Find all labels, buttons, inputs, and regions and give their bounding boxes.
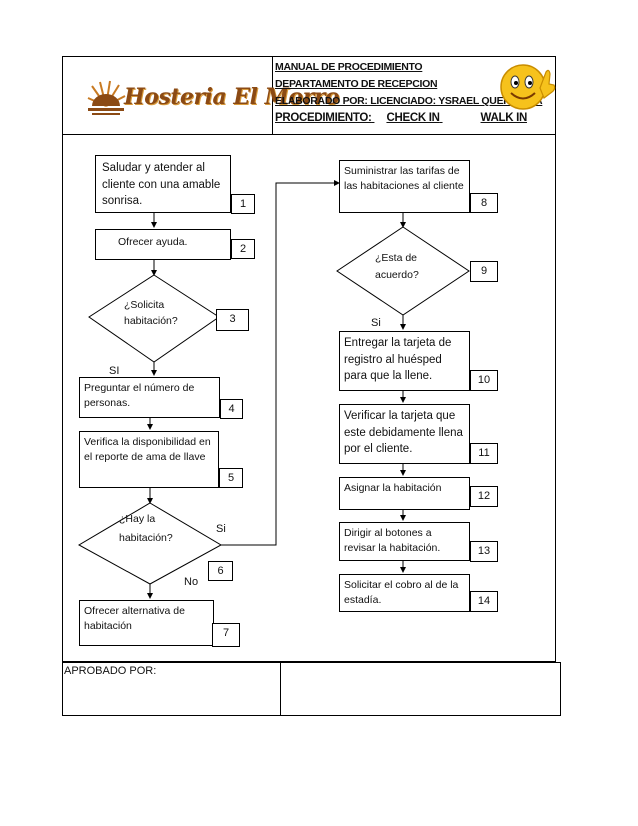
sunset-logo-icon (87, 80, 126, 115)
decision-diamond-3 (88, 274, 220, 363)
step-9-text: ¿Esta de acuerdo? (375, 252, 419, 281)
step-12-text: Asignar la habitación (344, 482, 442, 494)
step-13-number: 13 (470, 541, 498, 562)
smiley-thumbs-up-icon (494, 58, 556, 116)
step-7-text: Ofrecer alternativa de habitación (84, 605, 185, 632)
decision-diamond-9 (336, 226, 470, 316)
step-9-number: 9 (470, 261, 498, 282)
step-7-number: 7 (212, 623, 240, 647)
step-11-text: Verificar la tarjeta que este debidament… (344, 410, 463, 455)
step-5-text: Verifica la disponibilidad en el reporte… (84, 436, 211, 463)
step-13-text: Dirigir al botones a revisar la habitaci… (344, 527, 441, 554)
procedure-value-1: CHECK IN (386, 112, 440, 124)
label-no-step-6: No (184, 576, 199, 588)
manual-title: MANUAL DE PROCEDIMIENTO (275, 61, 423, 73)
step-1-text: Saludar y atender al cliente con una ama… (102, 162, 221, 207)
step-14-text: Solicitar el cobro al de la estadía. (344, 579, 459, 606)
step-14-box: Solicitar el cobro al de la estadía. (339, 574, 470, 612)
step-1-box: Saludar y atender al cliente con una ama… (95, 155, 231, 213)
author-line: ELABORADO POR: LICENCIADO: YSRAEL QUEREI… (275, 95, 543, 107)
procedure-line: PROCEDIMIENTO: CHECK IN WALK IN (275, 110, 527, 126)
step-8-text: Suministrar las tarifas de las habitacio… (344, 165, 464, 192)
label-si-step-3: SI (109, 365, 120, 377)
department-title: DEPARTAMENTO DE RECEPCION (275, 78, 438, 90)
step-3-text: ¿Solicita habitación? (124, 299, 178, 327)
header-vertical-divider (272, 56, 273, 134)
step-8-number: 8 (470, 193, 498, 213)
step-8-box: Suministrar las tarifas de las habitacio… (339, 160, 470, 213)
step-11-number: 11 (470, 443, 498, 464)
step-4-number: 4 (220, 399, 243, 419)
step-2-box: Ofrecer ayuda. (95, 229, 231, 260)
step-14-number: 14 (470, 591, 498, 612)
step-7-box: Ofrecer alternativa de habitación (79, 600, 214, 646)
step-4-text: Preguntar el número de personas. (84, 382, 195, 409)
step-6-number: 6 (208, 561, 233, 581)
step-12-box: Asignar la habitación (339, 477, 470, 510)
decision-diamond-6 (77, 502, 223, 585)
procedure-value-2: WALK IN (480, 112, 528, 124)
step-2-text: Ofrecer ayuda. (118, 236, 188, 248)
step-12-number: 12 (470, 486, 498, 507)
step-11-box: Verificar la tarjeta que este debidament… (339, 404, 470, 464)
logo: Hosteria El Morro (86, 76, 340, 122)
header-divider (62, 134, 556, 135)
step-3-number: 3 (216, 309, 249, 331)
step-5-number: 5 (219, 468, 243, 488)
step-10-number: 10 (470, 370, 498, 391)
step-4-box: Preguntar el número de personas. (79, 377, 220, 418)
label-si-step-9: Si (371, 317, 381, 329)
step-13-box: Dirigir al botones a revisar la habitaci… (339, 522, 470, 561)
step-6-text: ¿Hay la habitación? (119, 513, 173, 544)
document-frame (62, 56, 556, 662)
step-10-box: Entregar la tarjeta de registro al huésp… (339, 331, 470, 391)
approved-by-label: APROBADO POR: (64, 665, 157, 677)
step-5-box: Verifica la disponibilidad en el reporte… (79, 431, 219, 488)
step-10-text: Entregar la tarjeta de registro al huésp… (344, 337, 452, 382)
label-si-step-6: Si (216, 523, 226, 535)
step-1-number: 1 (231, 194, 255, 214)
step-2-number: 2 (231, 239, 255, 259)
procedure-label: PROCEDIMIENTO: (275, 112, 372, 124)
logo-text: Hosteria El Morro (124, 84, 340, 110)
approval-table (62, 662, 561, 716)
approval-table-divider (280, 662, 281, 716)
